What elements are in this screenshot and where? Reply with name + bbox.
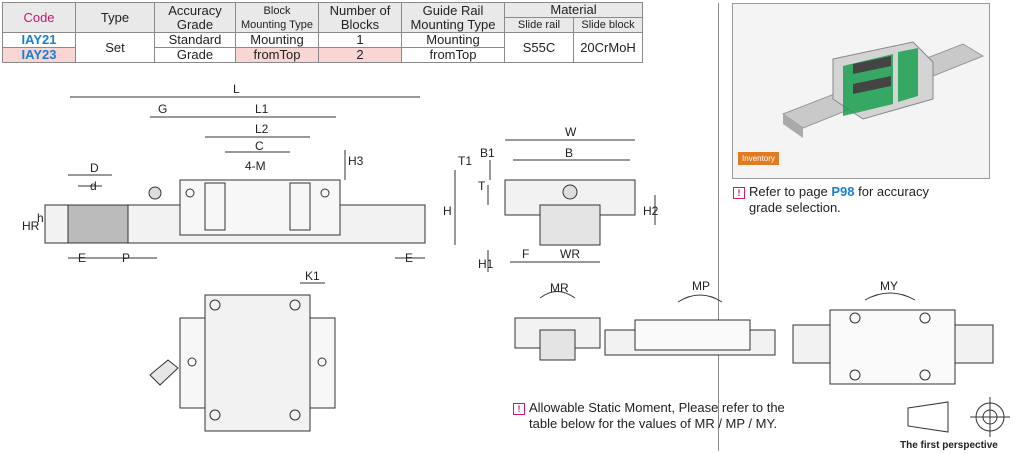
header-code: Code — [2, 2, 76, 33]
dim-B: B — [565, 146, 573, 160]
dim-H3: H3 — [348, 154, 364, 168]
warning-icon: ! — [733, 187, 745, 199]
table-subheader-row: Slide rail Slide block — [3, 17, 643, 33]
first-angle-projection-icon — [907, 397, 1010, 437]
moment-MY: MY — [880, 279, 898, 293]
moment-note: !Allowable Static Moment, Please refer t… — [513, 400, 785, 432]
dim-W: W — [565, 125, 577, 139]
moment-MP: MP — [692, 279, 710, 293]
block-mount-cell: fromTop — [235, 47, 319, 63]
dim-E-right: E — [405, 251, 413, 265]
header-slide-rail: Slide rail — [504, 17, 574, 33]
dim-C: C — [255, 139, 264, 153]
table-row: IAY23 Grade fromTop 2 fromTop — [2, 47, 643, 63]
dim-G: G — [158, 102, 167, 116]
slide-rail-cell: S55C — [504, 32, 574, 63]
moment-views — [514, 291, 994, 385]
side-view — [44, 96, 426, 259]
guide-mount-cell: fromTop — [401, 47, 505, 63]
product-photo — [732, 3, 990, 179]
warning-icon: ! — [513, 403, 525, 415]
slide-block-cell: 20CrMoH — [573, 32, 643, 63]
panel-divider — [718, 3, 719, 451]
dim-P: P — [122, 251, 130, 265]
dim-H: H — [443, 204, 452, 218]
dim-L: L — [233, 82, 240, 96]
accuracy-cell: Grade — [154, 47, 236, 63]
front-view — [454, 139, 656, 272]
dim-H2: H2 — [643, 204, 659, 218]
inventory-badge: Inventory — [738, 152, 779, 165]
moment-MR: MR — [550, 281, 569, 295]
dim-F: F — [522, 247, 529, 261]
accuracy-cell: Standard — [154, 32, 236, 48]
accuracy-note: !Refer to page P98 for accuracy grade se… — [733, 184, 929, 216]
code-cell: IAY21 — [2, 32, 76, 48]
dim-HR: HR — [22, 219, 40, 233]
header-slide-block: Slide block — [573, 17, 643, 33]
dim-B1: B1 — [480, 146, 495, 160]
dim-T1: T1 — [458, 154, 472, 168]
block-mount-cell: Mounting — [235, 32, 319, 48]
dim-d: d — [90, 179, 97, 193]
dim-T: T — [478, 179, 486, 193]
dim-H1: H1 — [478, 257, 494, 271]
dim-WR: WR — [560, 247, 580, 261]
page-link[interactable]: P98 — [831, 184, 855, 199]
type-cell: Set — [75, 32, 155, 63]
code-cell: IAY23 — [2, 47, 76, 63]
dim-K1: K1 — [305, 269, 320, 283]
linear-guide-image — [781, 41, 985, 138]
guide-mount-cell: Mounting — [401, 32, 505, 48]
dim-E-left: E — [78, 251, 86, 265]
perspective-label: The first perspective — [900, 440, 998, 451]
dim-L2: L2 — [255, 122, 269, 136]
dim-4M: 4-M — [245, 159, 266, 173]
dim-D: D — [90, 161, 99, 175]
dim-h: h — [37, 211, 44, 225]
dim-L1: L1 — [255, 102, 269, 116]
table-row: IAY21 Set Standard Mounting 1 Mounting S… — [2, 32, 643, 63]
top-view — [149, 282, 336, 432]
